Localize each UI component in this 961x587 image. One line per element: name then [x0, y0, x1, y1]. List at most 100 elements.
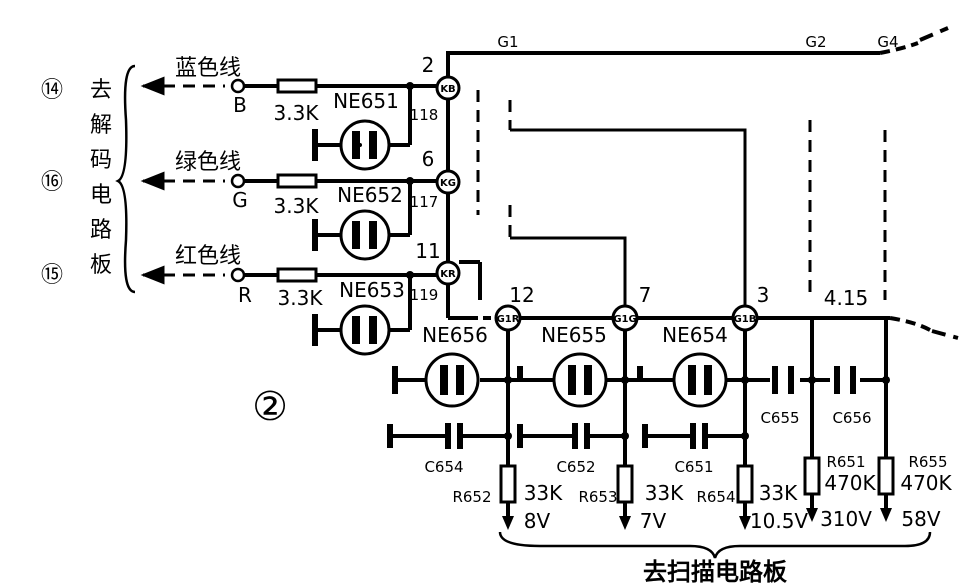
voltage-r653: 7V: [640, 509, 667, 533]
voltage-r652: 8V: [524, 509, 551, 533]
voltage-r651: 310V: [820, 507, 872, 531]
label-ne651: NE651: [333, 89, 399, 113]
label-r651: R651: [826, 453, 865, 471]
label-ne654: NE654: [662, 323, 728, 347]
value-r651: 470K: [824, 471, 876, 495]
label-red-line: 红色线: [175, 244, 241, 269]
terminal-b: [230, 78, 246, 94]
vert-char-2: 解: [90, 113, 112, 138]
node-g1r: G1R: [494, 304, 522, 332]
node-g1b: G1B: [731, 304, 759, 332]
node-kr: KR: [435, 260, 461, 286]
label-c654: C654: [424, 458, 463, 476]
resistor-r652: [499, 464, 517, 504]
resistor-r655: [877, 456, 895, 496]
neon-tube-ne655: [552, 352, 608, 408]
voltage-r654: 10.5V: [750, 509, 809, 533]
voltage-r655: 58V: [901, 507, 940, 531]
svg-text:G1G: G1G: [613, 314, 636, 325]
capacitor-c651: [690, 423, 708, 449]
figure-marker: ②: [252, 384, 288, 430]
node-kb: KB: [435, 75, 461, 101]
value-blue-resistor: 3.3K: [274, 101, 320, 125]
pin-4-15: 4.15: [824, 286, 869, 310]
label-c652: C652: [556, 458, 595, 476]
terminal-r: [230, 267, 246, 283]
pin-117: 117: [410, 193, 439, 211]
label-r652: R652: [452, 488, 491, 506]
vert-char-4: 电: [90, 183, 112, 208]
value-r654: 33K: [759, 481, 798, 505]
resistor-r651: [803, 456, 821, 496]
vert-char-6: 板: [90, 253, 112, 278]
label-ne652: NE652: [337, 183, 403, 207]
label-green-line: 绿色线: [175, 150, 241, 175]
capacitor-c652: [572, 423, 590, 449]
value-red-resistor: 3.3K: [278, 286, 324, 310]
svg-text:G1R: G1R: [497, 314, 520, 325]
svg-text:KB: KB: [440, 84, 455, 95]
neon-tube-ne652: [339, 209, 391, 261]
pin-119: 119: [410, 286, 439, 304]
value-r655: 470K: [900, 471, 952, 495]
neon-tube-ne651: [339, 119, 391, 171]
junction-dots: [406, 82, 890, 440]
capacitor-c656: [834, 366, 856, 394]
pin-2: 2: [422, 53, 435, 77]
resistor-r653: [616, 464, 634, 504]
node-kg: KG: [435, 169, 461, 195]
neon-tube-ne656: [424, 352, 480, 408]
label-r654: R654: [696, 488, 735, 506]
label-g1: G1: [497, 33, 518, 51]
value-r652: 33K: [524, 481, 563, 505]
svg-text:KR: KR: [440, 269, 456, 280]
resistor-blue: [276, 78, 318, 94]
wiring: [245, 26, 959, 518]
dashed-leads: [140, 76, 887, 300]
output-arrows: [502, 508, 892, 530]
ref-middle: ⑯: [41, 170, 63, 195]
label-g2: G2: [805, 33, 826, 51]
pin-12: 12: [509, 283, 534, 307]
label-blue-line: 蓝色线: [175, 56, 241, 81]
label-r653: R653: [578, 488, 617, 506]
bottom-caption: 去扫描电路板: [643, 558, 788, 586]
vert-char-3: 码: [90, 148, 112, 173]
pin-118: 118: [410, 106, 439, 124]
letter-r: R: [238, 283, 252, 307]
label-ne656: NE656: [422, 323, 488, 347]
label-c656: C656: [832, 409, 871, 427]
capacitor-c655: [772, 366, 794, 394]
pin-3: 3: [757, 283, 770, 307]
neon-tube-ne654: [672, 352, 728, 408]
neon-tube-ne653: [339, 304, 391, 356]
ref-top: ⑭: [41, 78, 63, 103]
resistor-red: [276, 267, 318, 283]
capacitor-c654: [445, 423, 463, 449]
label-g4: G4: [877, 33, 898, 51]
bottom-brace: [498, 531, 932, 559]
pin-11: 11: [415, 239, 440, 263]
vert-char-5: 路: [90, 218, 112, 243]
resistor-green: [276, 173, 318, 189]
pin-7: 7: [639, 283, 652, 307]
terminal-g: [230, 173, 246, 189]
svg-text:KG: KG: [440, 178, 456, 189]
letter-b: B: [233, 93, 247, 117]
signal-paths: [510, 128, 747, 306]
label-ne655: NE655: [541, 323, 607, 347]
label-c651: C651: [674, 458, 713, 476]
resistor-r654: [736, 464, 754, 504]
value-green-resistor: 3.3K: [274, 194, 320, 218]
letter-g: G: [232, 188, 248, 212]
node-g1g: G1G: [611, 304, 639, 332]
value-r653: 33K: [645, 481, 684, 505]
vert-char-1: 去: [90, 78, 112, 103]
ref-bottom: ⑮: [41, 263, 63, 288]
left-brace: [115, 64, 136, 294]
label-r655: R655: [908, 453, 947, 471]
pin-6: 6: [422, 147, 435, 171]
label-ne653: NE653: [339, 278, 405, 302]
